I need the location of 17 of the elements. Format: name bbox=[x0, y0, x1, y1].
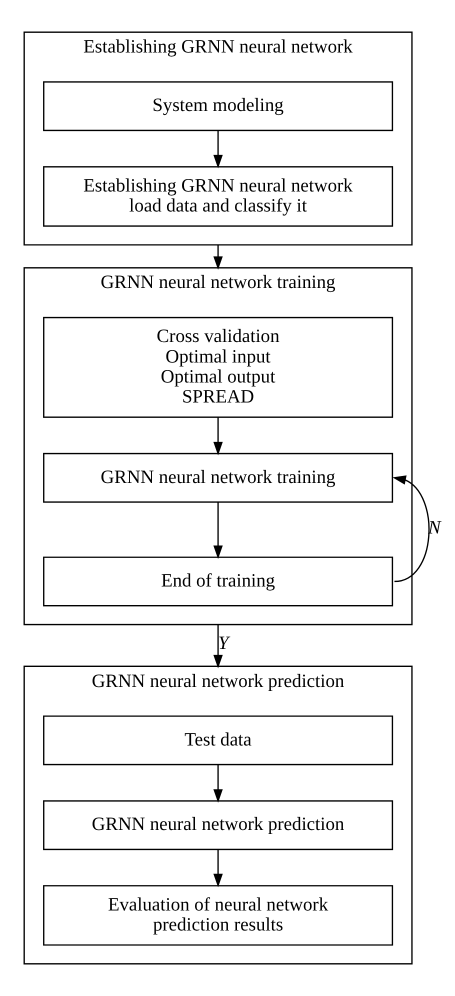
edge-label: Y bbox=[218, 633, 229, 654]
arrow bbox=[213, 130, 223, 168]
arrow bbox=[392, 475, 430, 582]
arrow bbox=[213, 850, 223, 888]
node-box: GRNN neural network prediction bbox=[43, 800, 394, 850]
node-box: Test data bbox=[43, 715, 394, 766]
arrow bbox=[213, 418, 223, 456]
node-box: End of training bbox=[43, 556, 394, 606]
node-box: Establishing GRNN neural network load data and classify it bbox=[43, 166, 394, 227]
node-box: GRNN neural network training bbox=[43, 452, 394, 503]
node-box: Evaluation of neural network prediction results bbox=[43, 885, 394, 946]
node-box: Cross validation Optimal input Optimal output SPREAD bbox=[43, 316, 394, 418]
arrow bbox=[213, 765, 223, 803]
arrow bbox=[213, 244, 223, 270]
arrow bbox=[213, 624, 223, 668]
node-box: System modeling bbox=[43, 81, 394, 132]
arrow bbox=[213, 502, 223, 559]
